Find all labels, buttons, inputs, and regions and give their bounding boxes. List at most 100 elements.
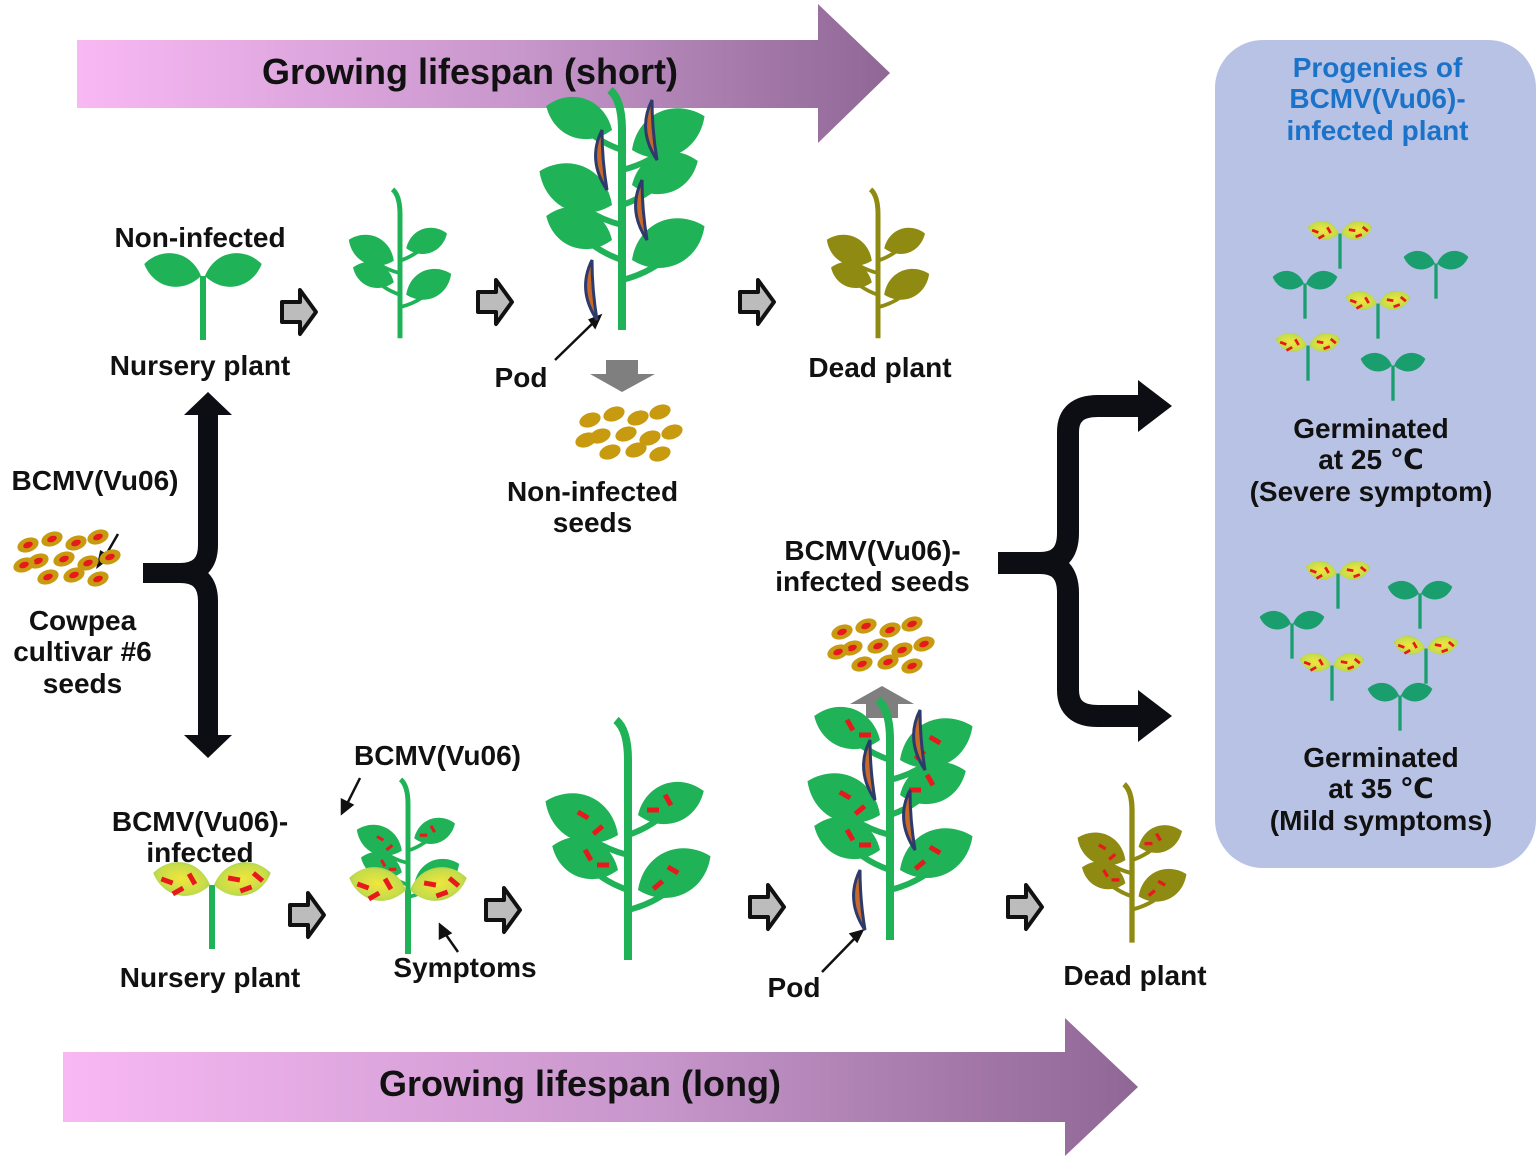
lesion-mark [385, 844, 394, 852]
progeny-panel [1215, 40, 1536, 868]
seed-virus-mark [873, 642, 883, 650]
lesion-mark [356, 881, 370, 891]
lesion-mark [1347, 665, 1355, 671]
seed [579, 412, 601, 428]
seed-virus-mark [919, 640, 929, 648]
lesion-mark [909, 787, 921, 793]
lesion-mark [419, 833, 428, 837]
infected-seeds-line-2: infected seeds [775, 566, 970, 598]
pod [584, 259, 599, 321]
top-nursery-label: Nursery plant [109, 350, 291, 381]
bottom-symptom-seedling [349, 867, 467, 954]
seed [627, 410, 649, 426]
lesion-mark [576, 809, 590, 821]
lesion-mark [1285, 345, 1293, 352]
lesion-mark [1317, 233, 1325, 240]
top-pod-label: Pod [494, 362, 548, 393]
lesion-mark [647, 807, 659, 813]
leaf [884, 269, 930, 300]
seed-virus-mark [33, 557, 43, 565]
pod [912, 709, 927, 771]
up-arrow-head [184, 392, 232, 415]
lesion-mark [928, 844, 942, 856]
right-cotyledon [1427, 635, 1459, 655]
progeny-title-line-2: BCMV(Vu06)- [1289, 83, 1466, 115]
long-lifespan-arrow [63, 1018, 1138, 1156]
main-stem [607, 86, 626, 330]
lesion-mark [662, 793, 674, 807]
lesion-mark [859, 842, 871, 848]
lesion-mark [186, 872, 198, 886]
leaf [546, 96, 612, 140]
seed-virus-mark [847, 644, 857, 652]
seed-virus-mark [93, 533, 103, 541]
lesion-mark [1353, 573, 1361, 579]
stem [1306, 345, 1310, 381]
lesion-mark [367, 890, 381, 902]
main-stem [868, 187, 881, 339]
progeny-title: Progenies of BCMV(Vu06)- infected plant [1225, 52, 1530, 146]
left-cotyledon [1403, 250, 1435, 270]
lesion-mark [1393, 303, 1401, 309]
lesion-mark [1154, 832, 1162, 842]
lesion-mark [1355, 303, 1363, 310]
leaf [348, 234, 394, 266]
pod [594, 129, 609, 191]
lesion-mark [1144, 841, 1153, 846]
progeny-25-seedling [1272, 270, 1338, 319]
right-cotyledon [1394, 352, 1426, 372]
stem [1418, 593, 1422, 629]
progeny-bracket [998, 395, 1145, 727]
pod [644, 99, 659, 161]
germinated-35-line-3: (Mild symptoms) [1269, 804, 1493, 836]
seeds-caption-line-2: cultivar #6 [13, 636, 152, 668]
seed [575, 432, 597, 448]
stem [1338, 233, 1342, 269]
stem [1376, 303, 1380, 339]
upper-progeny-arrowhead [1138, 380, 1172, 432]
stem [405, 890, 411, 954]
right-cotyledon [1341, 220, 1373, 240]
lesion-mark [1361, 225, 1369, 233]
leaf [406, 227, 447, 254]
germinated-25-label: Germinated at 25 ℃ (Severe symptom) [1222, 413, 1520, 507]
stem [200, 276, 206, 340]
bottom-pod-label: Pod [767, 972, 821, 1003]
infected-seeds-line-1: BCMV(Vu06)- [784, 535, 961, 566]
pod [862, 739, 877, 801]
lesion-mark [597, 862, 609, 868]
progeny-35-seedling [1387, 580, 1453, 629]
lesion-mark [1340, 660, 1348, 665]
seeds-caption: Cowpea cultivar #6 seeds [0, 605, 165, 699]
lesion-mark [1353, 657, 1361, 665]
lesion-mark [1309, 568, 1317, 574]
lesion-mark [1111, 878, 1120, 882]
stem [1391, 365, 1395, 401]
progeny-35-seedling [1299, 652, 1365, 701]
progeny-25-seedling [1345, 290, 1411, 339]
lesion-mark [582, 848, 594, 862]
left-cotyledon [1393, 635, 1425, 655]
step-arrows [280, 278, 1044, 939]
seed-virus-mark [69, 571, 79, 579]
non-infected-seeds-line-1: Non-infected [506, 476, 679, 507]
infected-status-line-2: infected [146, 837, 254, 869]
lesion-mark [376, 835, 385, 842]
split-bracket [143, 412, 218, 735]
lesion-mark [924, 773, 936, 787]
seed-virus-mark [93, 575, 103, 583]
short-lifespan-title: Growing lifespan (short) [261, 51, 678, 92]
seed-virus-mark [885, 626, 895, 634]
right-cotyledon [410, 867, 467, 901]
pod [634, 179, 649, 241]
lesion-mark [666, 864, 680, 876]
leaf [632, 218, 705, 268]
progeny-25-seedling [1275, 332, 1341, 381]
lesion-mark [859, 732, 871, 738]
lesion-mark [160, 876, 174, 886]
seeds-virus-label: BCMV(Vu06) [11, 465, 179, 496]
seed-virus-mark [897, 646, 907, 654]
stem [1330, 665, 1334, 701]
left-cotyledon [1272, 270, 1304, 290]
left-cotyledon [349, 867, 406, 901]
